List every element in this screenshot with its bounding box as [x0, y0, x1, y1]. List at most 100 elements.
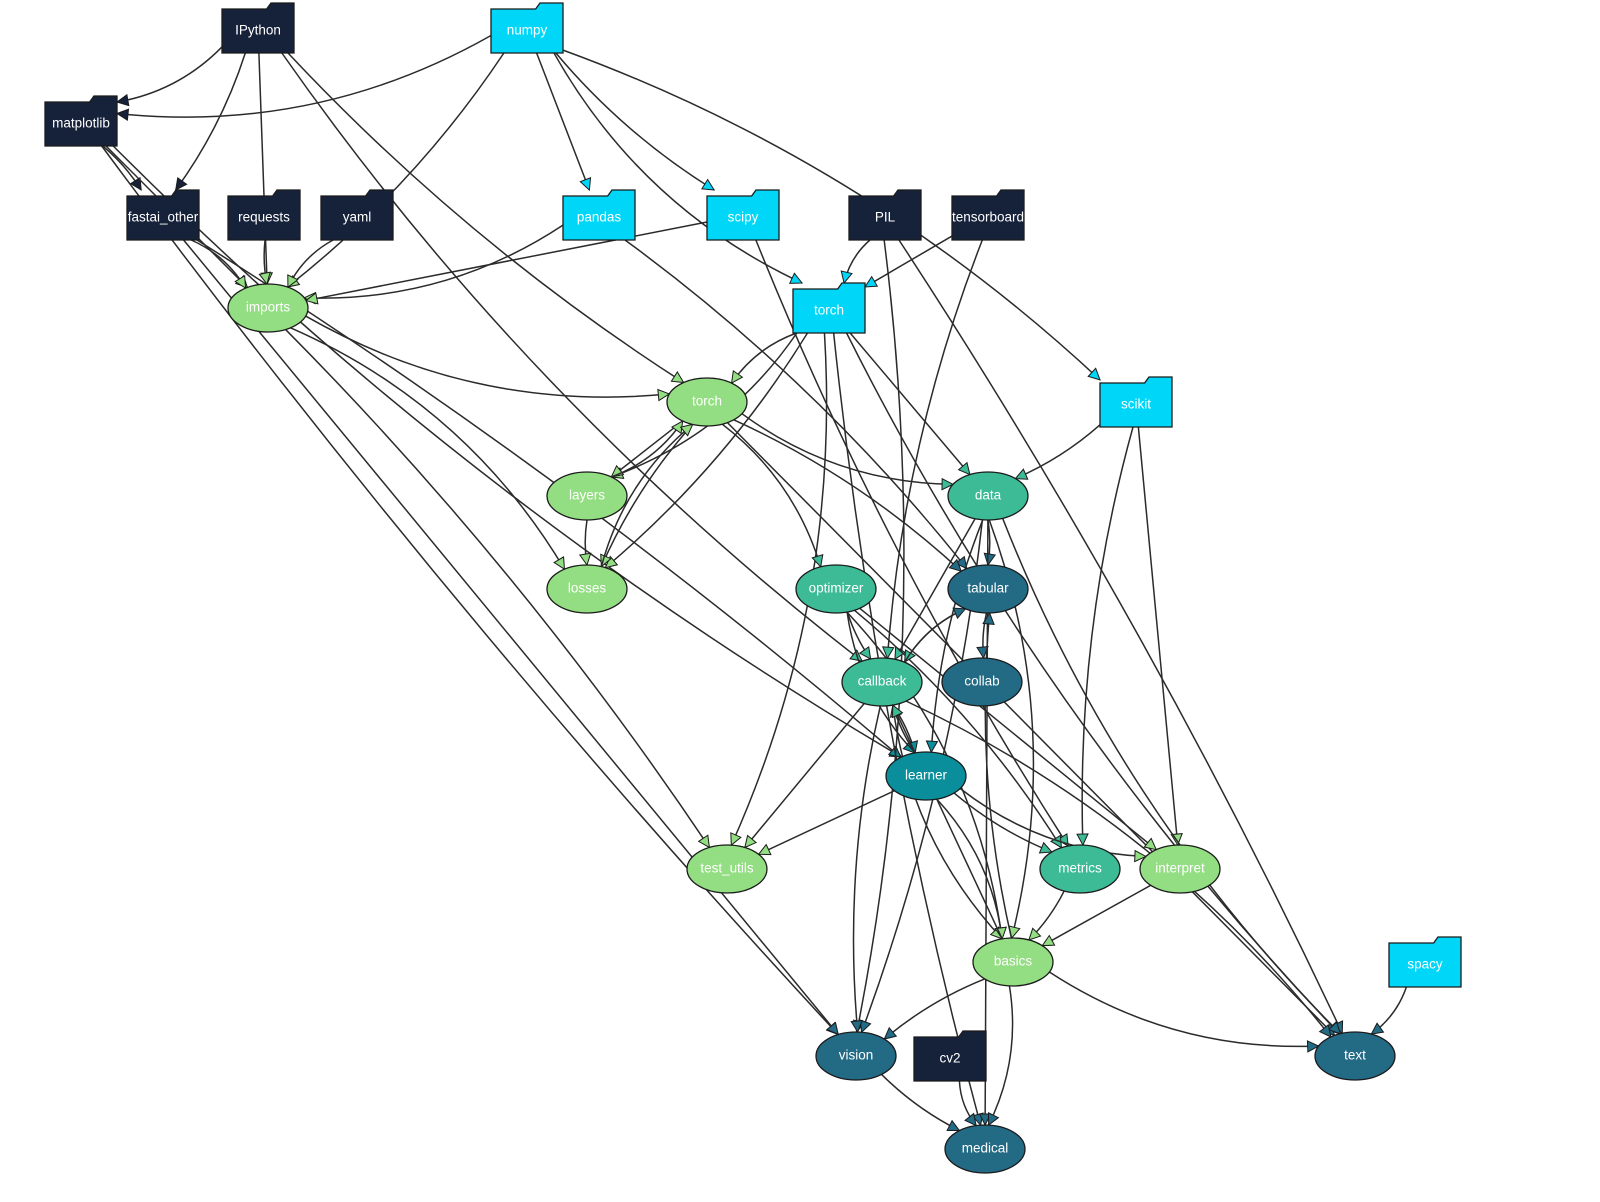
module-ellipse [841, 657, 923, 707]
edge-layers-to-losses [578, 519, 592, 567]
edge-spacy-to-text [1370, 986, 1408, 1035]
edge-torch_core-to-data [741, 413, 955, 491]
node-spacy[interactable]: spacy [1388, 936, 1462, 988]
edge-data-to-learner [925, 519, 984, 754]
node-optimizer[interactable]: optimizer [795, 564, 877, 614]
node-collab[interactable]: collab [941, 657, 1023, 707]
edge-interpret-to-basics [1041, 884, 1152, 947]
arrowhead [1076, 833, 1089, 847]
node-tensorboard[interactable]: tensorboard [951, 189, 1025, 241]
node-label: spacy [1407, 957, 1443, 972]
node-fastai_other[interactable]: fastai_other [126, 189, 200, 241]
arrowhead [258, 271, 271, 286]
edge-torch_pkg-to-losses [604, 332, 809, 569]
node-label: vision [839, 1048, 874, 1063]
node-interpret[interactable]: interpret [1139, 844, 1221, 894]
folder-icon [1388, 936, 1462, 988]
node-label: torch [814, 303, 844, 318]
node-metrics[interactable]: metrics [1039, 844, 1121, 894]
arrowhead [701, 178, 716, 191]
node-torch_pkg[interactable]: torch [792, 282, 866, 334]
node-label: learner [905, 768, 948, 783]
folder-icon [792, 282, 866, 334]
node-label: requests [238, 210, 290, 225]
node-medical[interactable]: medical [944, 1124, 1026, 1174]
arrowhead [850, 1020, 863, 1034]
edge-scikit-to-interpret [1137, 426, 1183, 847]
node-data[interactable]: data [947, 471, 1029, 521]
node-learner[interactable]: learner [885, 751, 967, 801]
arrowhead [840, 270, 853, 285]
node-label: numpy [507, 23, 548, 38]
node-test_utils[interactable]: test_utils [686, 844, 768, 894]
node-ipython[interactable]: IPython [221, 2, 295, 54]
edge-tabular-to-collab [976, 612, 989, 660]
arrowhead [964, 1112, 977, 1127]
node-imports[interactable]: imports [227, 283, 309, 333]
node-vision[interactable]: vision [815, 1031, 897, 1081]
arrowhead [610, 464, 625, 478]
edge-callback-to-vision [850, 705, 882, 1034]
folder-icon [44, 95, 118, 147]
node-yaml[interactable]: yaml [320, 189, 394, 241]
edge-fastai_other-to-imports [190, 239, 247, 290]
arrowhead [287, 274, 299, 289]
node-tabular[interactable]: tabular [947, 564, 1029, 614]
node-matplotlib[interactable]: matplotlib [44, 95, 118, 147]
arrowhead [1038, 841, 1053, 854]
module-ellipse [944, 1124, 1026, 1174]
node-scipy[interactable]: scipy [706, 189, 780, 241]
arrowhead [657, 388, 671, 402]
node-numpy[interactable]: numpy [490, 2, 564, 54]
module-ellipse [546, 564, 628, 614]
edge-pil-to-vision [852, 239, 905, 1034]
arrowhead [1087, 367, 1101, 381]
edge-numpy-to-scipy [555, 52, 716, 191]
node-label: PIL [875, 210, 896, 225]
node-losses[interactable]: losses [546, 564, 628, 614]
edge-scipy-to-imports [304, 221, 708, 305]
node-label: test_utils [700, 861, 754, 876]
node-label: tensorboard [952, 210, 1024, 225]
node-requests[interactable]: requests [227, 189, 301, 241]
node-label: yaml [343, 210, 372, 225]
edge-numpy-to-torch_pkg [553, 52, 804, 284]
folder-icon [227, 189, 301, 241]
node-basics[interactable]: basics [972, 937, 1054, 987]
arrowhead [604, 555, 619, 569]
arrowhead [697, 834, 710, 849]
node-label: interpret [1155, 861, 1205, 876]
module-ellipse [546, 471, 628, 521]
arrowhead [976, 645, 989, 660]
node-torch_core[interactable]: torch [666, 377, 748, 427]
edge-numpy-to-pandas [535, 52, 592, 192]
arrowhead [952, 607, 967, 620]
node-scikit[interactable]: scikit [1099, 376, 1173, 428]
node-layers[interactable]: layers [546, 471, 628, 521]
node-label: optimizer [809, 581, 864, 596]
edge-imports-to-losses [290, 327, 566, 571]
node-callback[interactable]: callback [841, 657, 923, 707]
module-ellipse [815, 1031, 897, 1081]
arrowhead [858, 645, 872, 660]
edge-cv2-to-medical [958, 1080, 977, 1127]
arrowhead [811, 553, 824, 568]
node-pil[interactable]: PIL [848, 189, 922, 241]
node-pandas[interactable]: pandas [562, 189, 636, 241]
arrowhead [679, 423, 694, 437]
folder-icon [562, 189, 636, 241]
arrowhead [1327, 1021, 1342, 1035]
arrowhead [578, 552, 592, 567]
arrowhead [115, 108, 130, 121]
node-text[interactable]: text [1314, 1031, 1396, 1081]
edge-numpy-to-imports [286, 52, 505, 288]
node-cv2[interactable]: cv2 [913, 1030, 987, 1082]
folder-icon [320, 189, 394, 241]
arrowhead [129, 176, 142, 191]
arrowhead [1143, 837, 1158, 851]
module-ellipse [885, 751, 967, 801]
node-label: text [1344, 1048, 1366, 1063]
edge-fastai_other-to-vision [183, 239, 839, 1036]
node-label: tabular [967, 581, 1009, 596]
